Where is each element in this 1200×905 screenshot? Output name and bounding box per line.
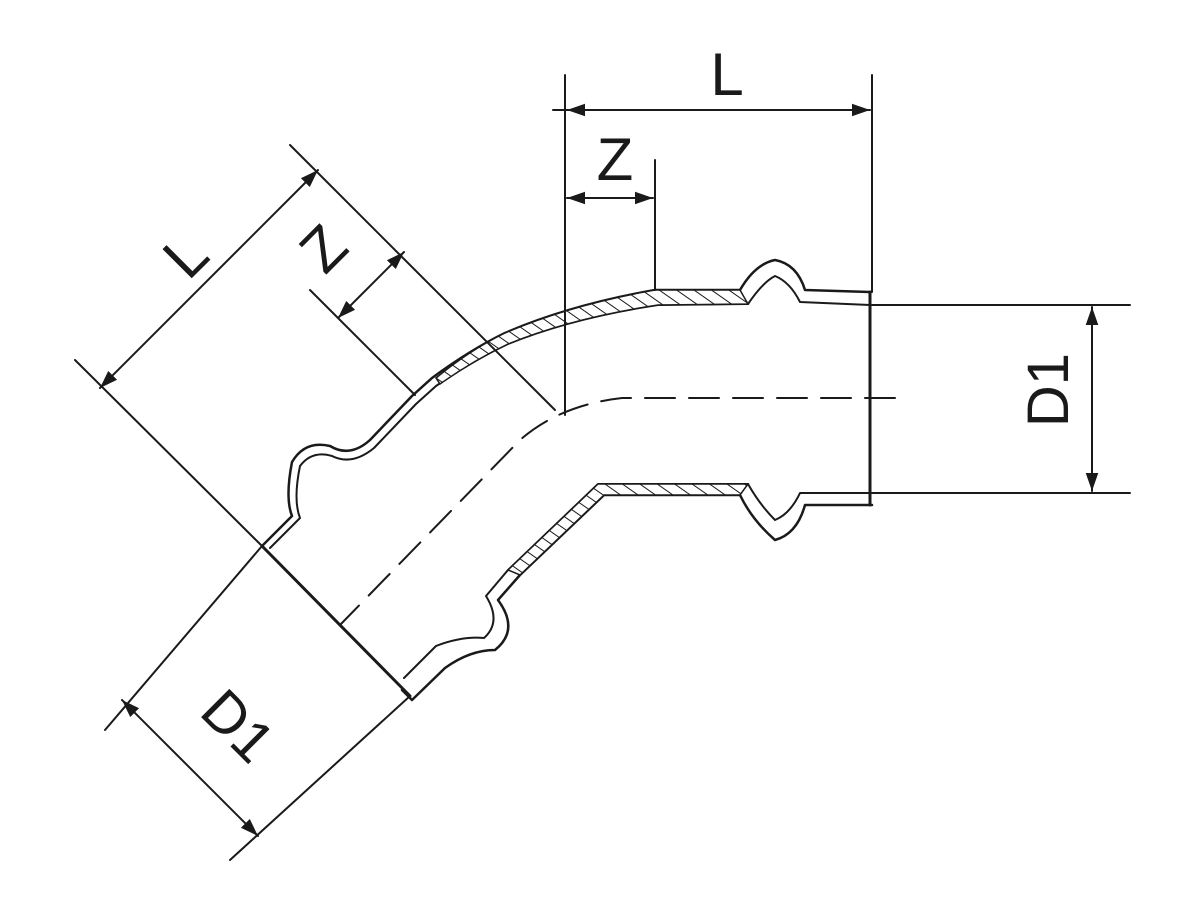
ext-line-angled-d1-a	[104, 545, 263, 731]
bottom-wall-inner	[403, 483, 871, 679]
dim-line-angled-d1	[121, 699, 259, 837]
bottom-wall-outer	[400, 493, 874, 702]
ext-line-angled-bend	[289, 144, 556, 411]
label-angled-z: Z	[287, 212, 360, 285]
ext-line-angled-end	[74, 359, 263, 547]
label-angled-d1: D1	[189, 677, 287, 775]
label-horizontal-l: L	[710, 41, 743, 108]
dim-line-angled-z	[337, 251, 405, 319]
fitting-body	[260, 258, 896, 702]
center-line	[339, 397, 896, 626]
top-wall-hatch	[434, 289, 750, 386]
ext-line-angled-z	[309, 289, 416, 396]
right-diameter-dimension: D1	[871, 304, 1131, 494]
angled-diameter-dimension: D1	[104, 545, 411, 861]
ext-line-angled-d1-b	[229, 695, 411, 861]
label-d1-right: D1	[1016, 353, 1081, 427]
label-horizontal-z: Z	[597, 126, 634, 193]
dim-line-angled-l	[99, 169, 319, 389]
left-end-face	[260, 544, 412, 698]
bottom-wall-hatch	[506, 483, 750, 576]
label-angled-l: L	[150, 220, 221, 291]
horizontal-dimensions: L Z	[552, 41, 873, 416]
